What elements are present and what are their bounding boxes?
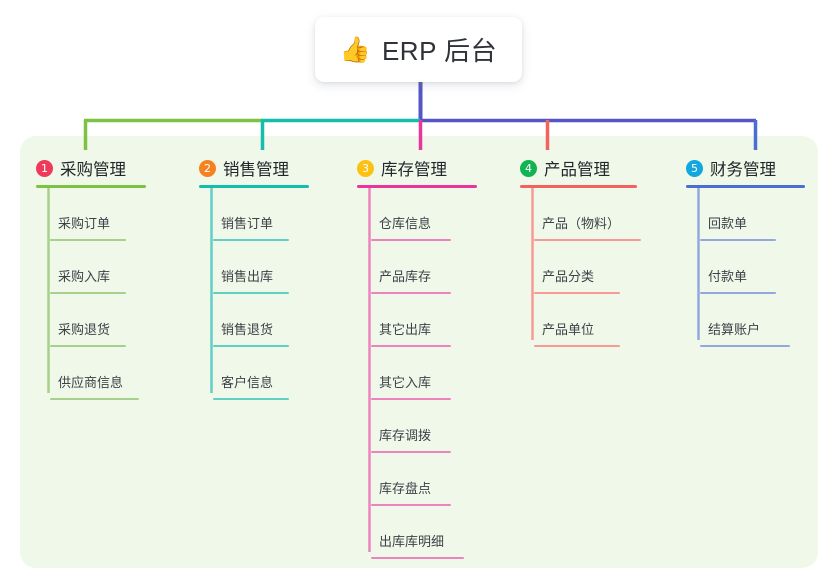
branch-rule-1 (36, 185, 146, 188)
leaf-label: 销售退货 (221, 322, 274, 337)
leaf-label: 仓库信息 (379, 216, 432, 231)
branch-header-2[interactable]: 2 销售管理 (199, 148, 349, 188)
leaf-rule (700, 345, 790, 347)
leaf-item[interactable]: 库存调拨 (357, 400, 517, 453)
leaf-rule (371, 292, 451, 294)
branch-rule-3 (357, 185, 477, 188)
branch-label-4: 产品管理 (544, 161, 610, 179)
leaf-rule (534, 292, 620, 294)
branch-column-2: 2 销售管理 销售订单 销售出库 销售退货 客户信息 (199, 148, 349, 400)
branch-header-1[interactable]: 1 采购管理 (36, 148, 186, 188)
branch-column-5: 5 财务管理 回款单 付款单 结算账户 (686, 148, 836, 347)
branch-header-4[interactable]: 4 产品管理 (520, 148, 690, 188)
leaf-item[interactable]: 客户信息 (199, 347, 349, 400)
branch-label-5: 财务管理 (710, 161, 776, 179)
leaf-item[interactable]: 采购订单 (36, 188, 186, 241)
leaf-item[interactable]: 供应商信息 (36, 347, 186, 400)
leaf-label: 出库库明细 (379, 534, 445, 549)
branch-column-1: 1 采购管理 采购订单 采购入库 采购退货 供应商信息 (36, 148, 186, 400)
leaf-rule (213, 292, 289, 294)
branch-badge-3: 3 (357, 159, 374, 177)
root-title: ERP 后台 (381, 36, 498, 66)
leaf-item[interactable]: 销售退货 (199, 294, 349, 347)
leaf-item[interactable]: 采购退货 (36, 294, 186, 347)
leaf-label: 结算账户 (708, 322, 761, 337)
leaf-item[interactable]: 销售订单 (199, 188, 349, 241)
leaf-rule (50, 398, 139, 400)
leaf-item[interactable]: 其它入库 (357, 347, 517, 400)
leaf-rule (50, 292, 126, 294)
leaf-item[interactable]: 产品（物料） (520, 188, 690, 241)
branch-badge-5: 5 (686, 159, 703, 177)
leaf-rule (213, 345, 289, 347)
leaf-label: 回款单 (708, 216, 748, 231)
leaf-item[interactable]: 产品单位 (520, 294, 690, 347)
leaf-label: 销售订单 (221, 216, 274, 231)
leaf-label: 供应商信息 (58, 375, 124, 390)
branch-rule-5 (686, 185, 805, 188)
leaf-item[interactable]: 采购入库 (36, 241, 186, 294)
leaf-rule (371, 504, 451, 506)
branch-column-4: 4 产品管理 产品（物料） 产品分类 产品单位 (520, 148, 690, 347)
leaf-rule (213, 398, 289, 400)
leaf-rule (371, 345, 451, 347)
leaf-label: 库存调拨 (379, 428, 432, 443)
leaf-item[interactable]: 仓库信息 (357, 188, 517, 241)
branch-badge-4: 4 (520, 159, 537, 177)
leaf-rule (700, 292, 776, 294)
leaf-rule (371, 451, 451, 453)
leaf-label: 产品库存 (379, 269, 432, 284)
leaf-item[interactable]: 付款单 (686, 241, 836, 294)
leaf-item[interactable]: 回款单 (686, 188, 836, 241)
leaf-label: 采购退货 (58, 322, 111, 337)
leaf-item[interactable]: 其它出库 (357, 294, 517, 347)
leaf-label: 销售出库 (221, 269, 274, 284)
branch-header-3[interactable]: 3 库存管理 (357, 148, 517, 188)
branch-label-3: 库存管理 (381, 161, 447, 179)
branch-column-3: 3 库存管理 仓库信息 产品库存 其它出库 其它入库 库存调拨 库存盘点 (357, 148, 517, 559)
leaf-label: 产品分类 (542, 269, 595, 284)
branch-label-2: 销售管理 (223, 161, 289, 179)
leaf-rule (371, 398, 451, 400)
leaf-label: 采购订单 (58, 216, 111, 231)
branch-rule-4 (520, 185, 637, 188)
leaf-rule (534, 239, 641, 241)
leaf-label: 产品单位 (542, 322, 595, 337)
leaf-label: 其它出库 (379, 322, 432, 337)
leaf-rule (213, 239, 289, 241)
branches-panel (20, 136, 818, 568)
leaf-item[interactable]: 库存盘点 (357, 453, 517, 506)
leaf-label: 采购入库 (58, 269, 111, 284)
leaf-item[interactable]: 销售出库 (199, 241, 349, 294)
thumbs-up-icon: 👍 (339, 35, 371, 64)
leaf-label: 其它入库 (379, 375, 432, 390)
leaf-rule (50, 345, 126, 347)
branch-label-1: 采购管理 (60, 161, 126, 179)
root-node[interactable]: 👍 ERP 后台 (315, 17, 522, 82)
branch-header-5[interactable]: 5 财务管理 (686, 148, 836, 188)
leaf-item[interactable]: 产品库存 (357, 241, 517, 294)
branch-rule-2 (199, 185, 309, 188)
leaf-label: 客户信息 (221, 375, 274, 390)
leaf-rule (534, 345, 620, 347)
leaf-label: 库存盘点 (379, 481, 432, 496)
leaf-label: 产品（物料） (542, 216, 621, 231)
leaf-item[interactable]: 出库库明细 (357, 506, 517, 559)
branch-badge-2: 2 (199, 159, 216, 177)
leaf-rule (371, 557, 464, 559)
branch-badge-1: 1 (36, 159, 53, 177)
leaf-item[interactable]: 产品分类 (520, 241, 690, 294)
leaf-rule (700, 239, 776, 241)
leaf-label: 付款单 (708, 269, 748, 284)
leaf-rule (50, 239, 126, 241)
leaf-rule (371, 239, 451, 241)
leaf-item[interactable]: 结算账户 (686, 294, 836, 347)
